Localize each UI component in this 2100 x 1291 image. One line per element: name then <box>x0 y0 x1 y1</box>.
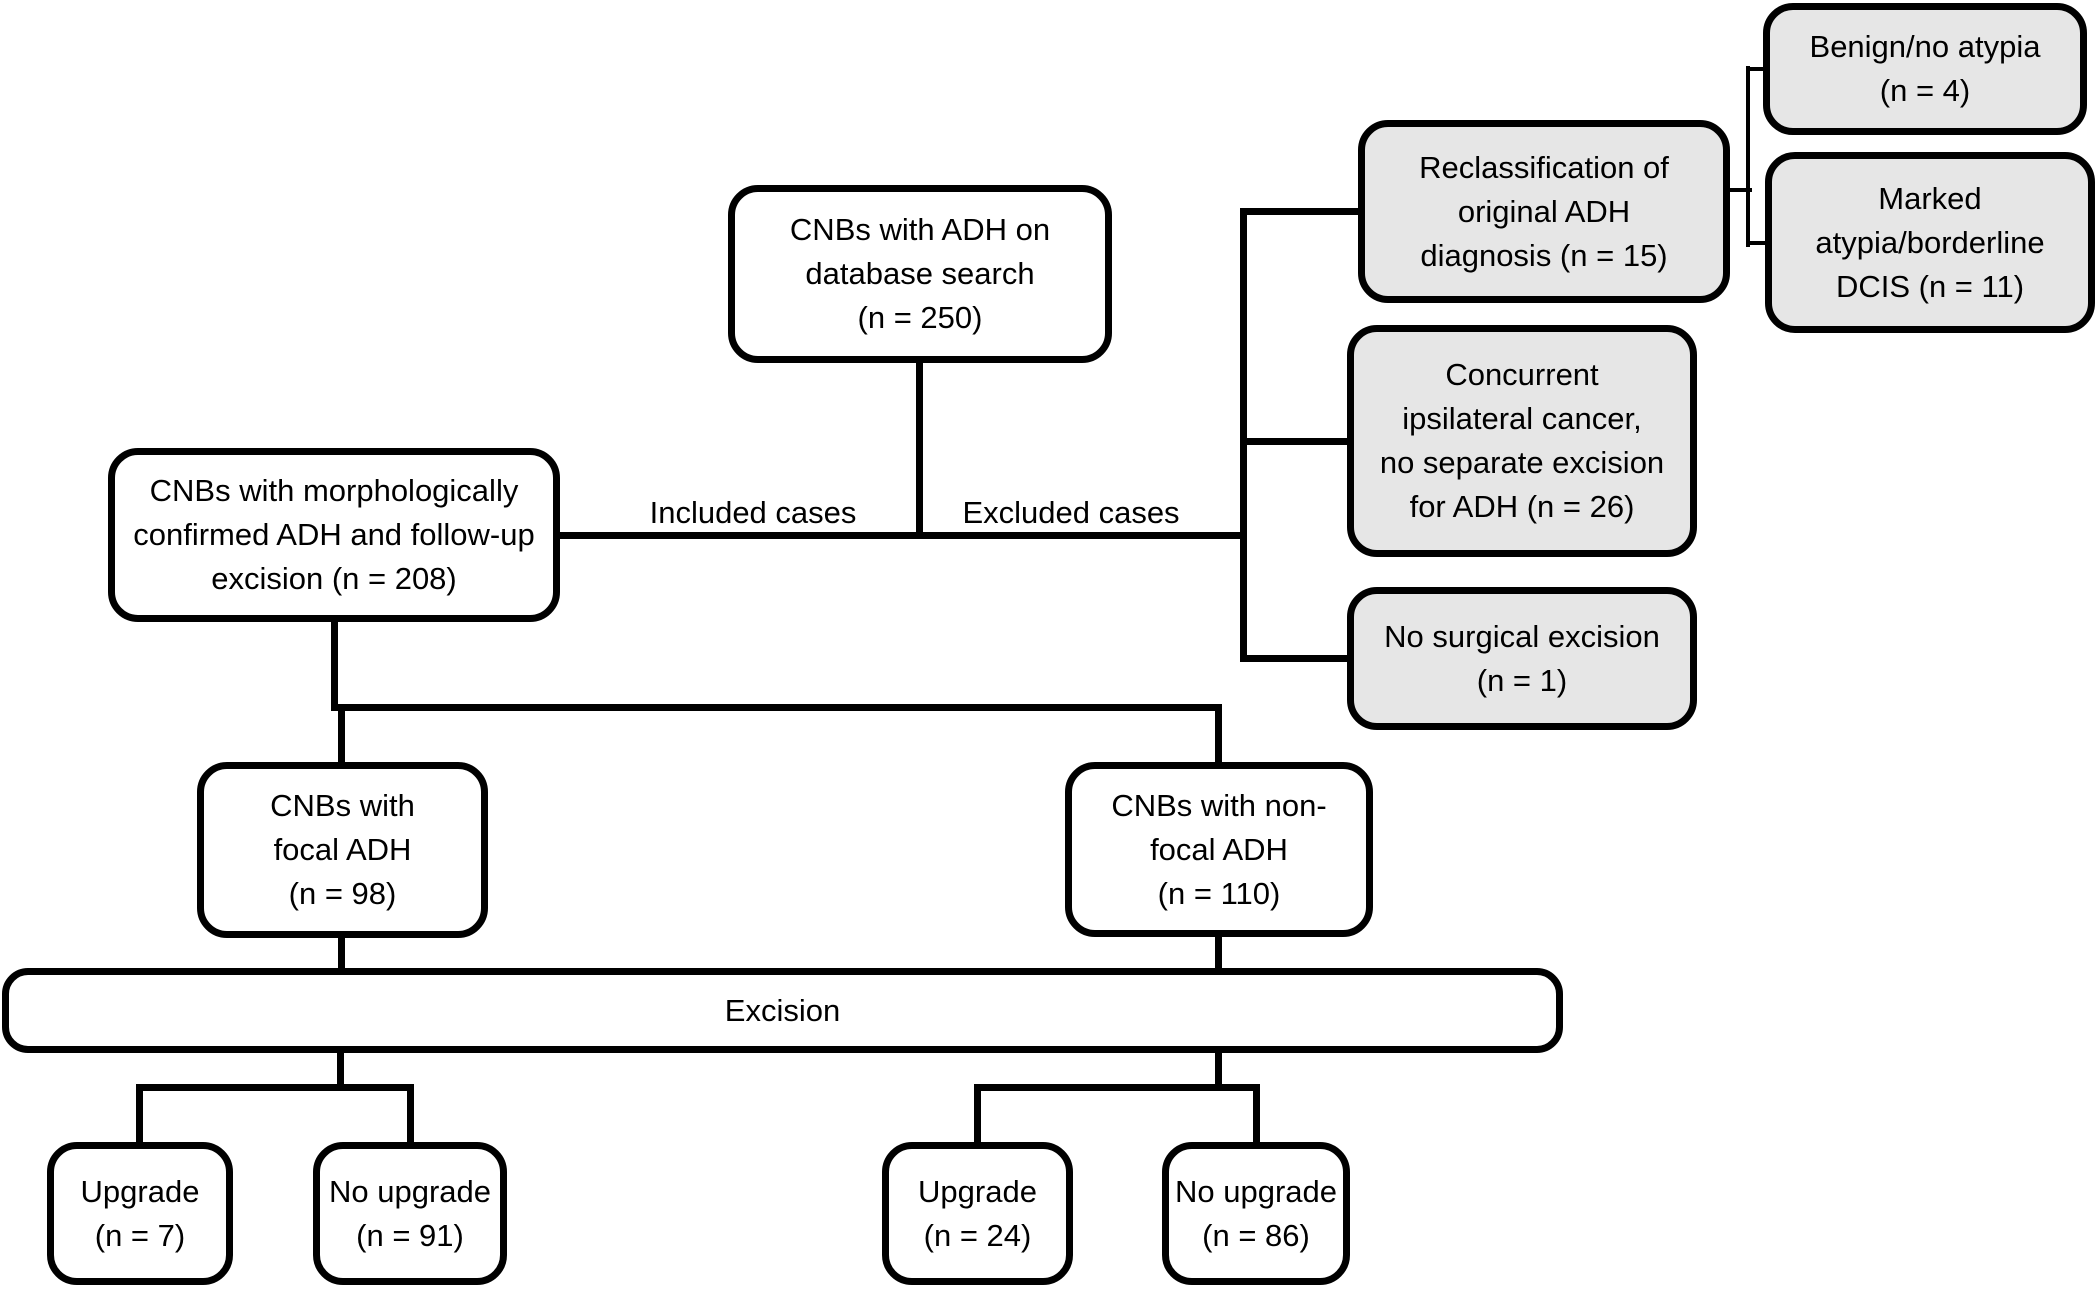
connector-reclass-bracket-vertical <box>1746 66 1750 247</box>
connector-noupgrade86-stub <box>1253 1084 1260 1144</box>
connector-root-down <box>916 363 923 539</box>
flow-node-focal: CNBs with focal ADH (n = 98) <box>197 762 488 938</box>
flow-node-concurrent-label: Concurrent ipsilateral cancer, no separa… <box>1379 357 1665 524</box>
connector-to-concurrent <box>1240 438 1352 445</box>
flow-node-nonfocal: CNBs with non- focal ADH (n = 110) <box>1065 762 1373 937</box>
flow-node-no-surgery: No surgical excision (n = 1) <box>1347 587 1697 730</box>
connector-focal-stub <box>338 704 345 764</box>
connector-left-outcome-bracket <box>136 1084 414 1091</box>
flow-node-nonfocal-no-upgrade-label: No upgrade (n = 86) <box>1174 1173 1337 1253</box>
flow-node-root-label: CNBs with ADH on database search (n = 25… <box>789 212 1051 335</box>
flow-node-focal-upgrade: Upgrade (n = 7) <box>47 1142 233 1285</box>
connector-focality-branch <box>338 704 1222 711</box>
connector-to-benign <box>1746 67 1768 71</box>
connector-split-horizontal <box>556 532 1247 539</box>
flow-node-marked: Marked atypia/borderline DCIS (n = 11) <box>1765 152 2095 333</box>
connector-right-outcome-bracket <box>974 1084 1260 1091</box>
connector-upgrade24-stub <box>974 1084 981 1144</box>
flow-node-focal-upgrade-label: Upgrade (n = 7) <box>80 1173 200 1253</box>
connector-to-no-surgery <box>1240 655 1352 662</box>
flow-node-reclassification: Reclassification of original ADH diagnos… <box>1358 120 1730 303</box>
flow-node-reclassification-label: Reclassification of original ADH diagnos… <box>1419 149 1669 273</box>
flow-node-root: CNBs with ADH on database search (n = 25… <box>728 185 1112 363</box>
flow-node-marked-label: Marked atypia/borderline DCIS (n = 11) <box>1815 180 2045 304</box>
included-cases-text: Included cases <box>649 495 857 530</box>
flow-node-focal-no-upgrade-label: No upgrade (n = 91) <box>328 1173 491 1253</box>
connector-nonfocal-to-excision <box>1215 934 1222 971</box>
flow-node-excision-label: Excision <box>724 992 841 1028</box>
connector-noupgrade91-stub <box>407 1084 414 1144</box>
connector-focal-to-excision <box>338 935 345 971</box>
flow-node-nonfocal-upgrade: Upgrade (n = 24) <box>882 1142 1073 1285</box>
flow-node-focal-no-upgrade: No upgrade (n = 91) <box>313 1142 507 1285</box>
flow-node-concurrent: Concurrent ipsilateral cancer, no separa… <box>1347 325 1697 557</box>
connector-reclass-bracket-stub <box>1728 188 1752 192</box>
connector-included-down <box>331 620 338 711</box>
excluded-cases-text: Excluded cases <box>962 495 1180 530</box>
connector-to-reclassification <box>1240 208 1362 215</box>
flow-node-benign: Benign/no atypia (n = 4) <box>1763 3 2087 135</box>
flow-node-included: CNBs with morphologically confirmed ADH … <box>108 448 560 622</box>
flow-node-included-label: CNBs with morphologically confirmed ADH … <box>133 473 535 596</box>
connector-excision-right-down <box>1215 1051 1222 1091</box>
connector-excluded-trunk <box>1240 208 1247 662</box>
flow-node-excision: Excision <box>2 968 1563 1053</box>
connector-upgrade7-stub <box>136 1084 143 1144</box>
flow-node-no-surgery-label: No surgical excision (n = 1) <box>1384 618 1660 698</box>
flow-node-nonfocal-upgrade-label: Upgrade (n = 24) <box>918 1173 1037 1253</box>
flow-node-benign-label: Benign/no atypia (n = 4) <box>1809 29 2041 108</box>
connector-nonfocal-stub <box>1215 704 1222 764</box>
flow-node-focal-label: CNBs with focal ADH (n = 98) <box>270 788 415 911</box>
connector-to-marked <box>1746 241 1770 245</box>
flow-node-nonfocal-label: CNBs with non- focal ADH (n = 110) <box>1111 787 1327 911</box>
edge-label-excluded-cases: Excluded cases <box>921 494 1221 532</box>
connector-excision-left-down <box>337 1051 344 1091</box>
flow-node-nonfocal-no-upgrade: No upgrade (n = 86) <box>1162 1142 1350 1285</box>
edge-label-included-cases: Included cases <box>603 494 903 532</box>
